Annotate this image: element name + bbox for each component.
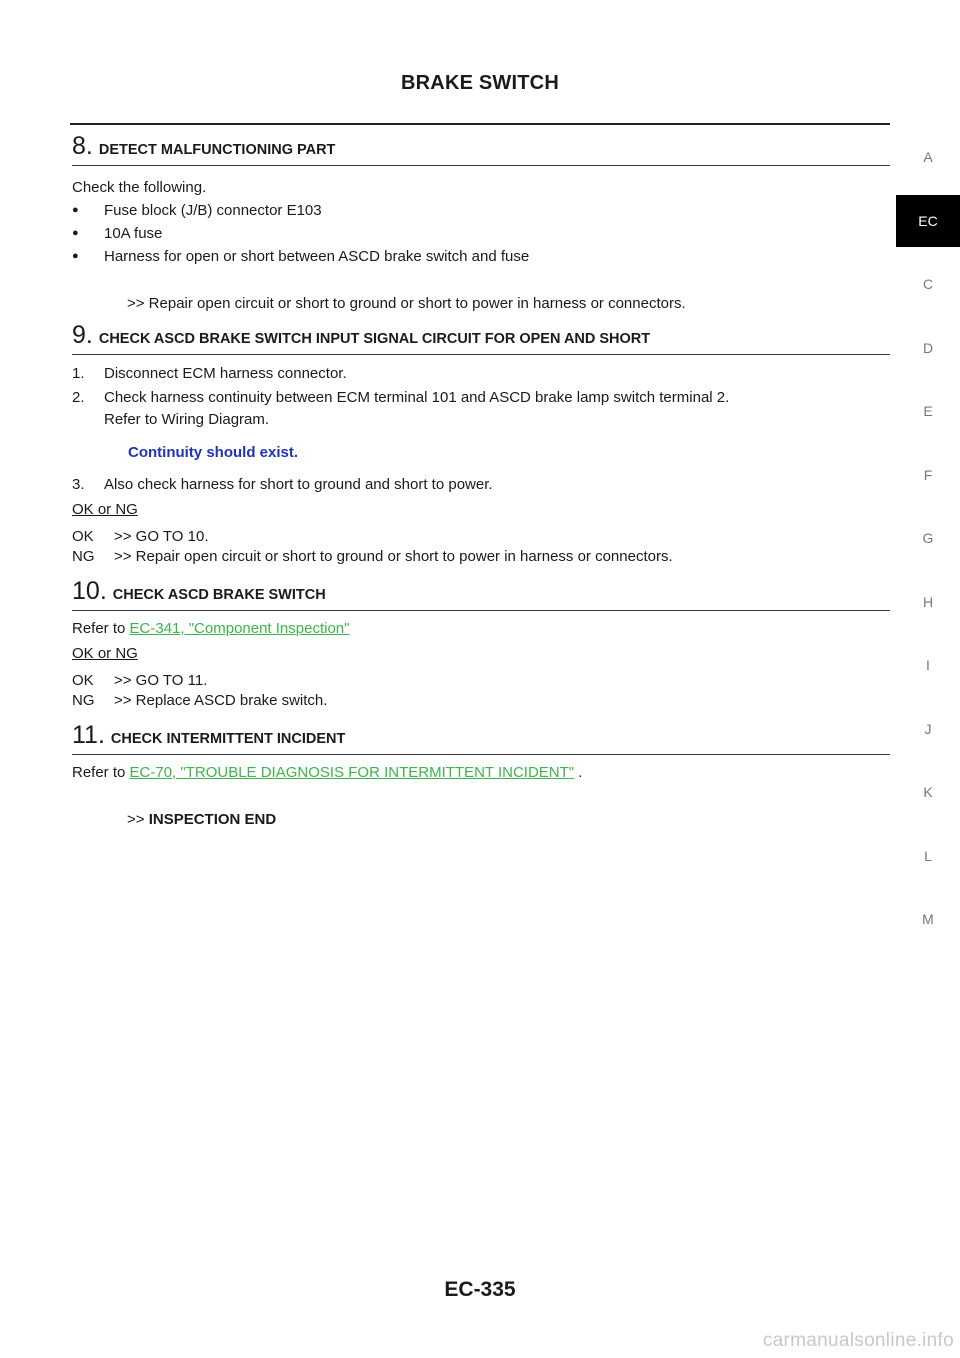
result-ng: NG >> Repair open circuit or short to gr… [72,547,890,567]
list-item: ● 10A fuse [72,222,890,245]
intermittent-incident-link[interactable]: EC-70, "TROUBLE DIAGNOSIS FOR INTERMITTE… [129,764,575,781]
section-index-e[interactable]: E [923,403,933,420]
item-text-line: Refer to Wiring Diagram. [104,411,270,428]
list-item: ● Harness for open or short between ASCD… [72,245,890,268]
section-index-f[interactable]: F [923,466,933,483]
step-number: 9 [72,323,93,348]
step-11-refer: Refer to EC-70, "TROUBLE DIAGNOSIS FOR I… [72,761,890,784]
list-item-text: Disconnect ECM harness connector. [104,365,347,382]
header-rule [70,123,890,125]
refer-suffix: . [578,764,583,781]
spec-text: Continuity should exist. [128,444,299,461]
list-item: 3. Also check harness for short to groun… [72,474,890,496]
step-10-heading: 10 CHECK ASCD BRAKE SWITCH [72,579,890,611]
section-index: A EC C D E F G H I J K L M [896,125,960,951]
bullet-icon: ● [72,227,79,239]
list-item-text: Harness for open or short between ASCD b… [104,248,530,265]
step-9-heading: 9 CHECK ASCD BRAKE SWITCH INPUT SIGNAL C… [72,323,890,355]
section-index-j[interactable]: J [924,720,932,737]
item-number: 3. [72,476,85,493]
result-ok: OK >> GO TO 11. [72,671,890,691]
main-content: 8 DETECT MALFUNCTIONING PART Check the f… [72,124,890,831]
result-key: NG [72,548,95,565]
end-prefix: >> [127,811,145,828]
refer-text: Refer to [72,764,126,781]
list-item: 1. Disconnect ECM harness connector. [72,363,890,385]
refer-text: Refer to [72,620,126,637]
section-index-a[interactable]: A [923,148,933,165]
step-number: 11 [72,723,105,748]
list-item-text: Fuse block (J/B) connector E103 [104,202,322,219]
item-number: 1. [72,365,85,382]
list-item-text: Check harness continuity between ECM ter… [104,387,729,431]
list-item-text: 10A fuse [104,225,163,242]
step-title: CHECK INTERMITTENT INCIDENT [110,731,346,747]
result-text: >> GO TO 11. [114,672,208,689]
section-index-h[interactable]: H [922,593,934,610]
result-text: >> Replace ASCD brake switch. [114,692,328,709]
end-text: INSPECTION END [148,811,277,828]
list-item: 2. Check harness continuity between ECM … [72,387,890,431]
step-number: 8 [72,134,93,159]
step-number: 10 [72,579,107,604]
result-key: OK [72,528,94,545]
watermark: carmanualsonline.info [762,1330,954,1351]
section-index-ec[interactable]: EC [896,194,960,247]
list-item-text: Also check harness for short to ground a… [104,476,493,493]
component-inspection-link[interactable]: EC-341, "Component Inspection" [129,620,350,637]
result-ng: NG >> Replace ASCD brake switch. [72,691,890,711]
page-title: BRAKE SWITCH [401,72,559,94]
step-8-result: >> Repair open circuit or short to groun… [127,295,686,312]
step-title: CHECK ASCD BRAKE SWITCH [112,587,326,603]
step-10-refer: Refer to EC-341, "Component Inspection" [72,617,890,640]
result-text: >> Repair open circuit or short to groun… [114,548,673,565]
ok-ng-label: OK or NG [72,645,138,662]
list-item: ● Fuse block (J/B) connector E103 [72,199,890,222]
step-8-intro: Check the following. [72,179,207,196]
section-index-d[interactable]: D [922,339,934,356]
step-8-heading: 8 DETECT MALFUNCTIONING PART [72,134,890,166]
section-index-m[interactable]: M [922,911,934,928]
result-key: OK [72,672,94,689]
step-title: CHECK ASCD BRAKE SWITCH INPUT SIGNAL CIR… [98,331,651,347]
inspection-end: >> INSPECTION END [72,808,890,831]
step-title: DETECT MALFUNCTIONING PART [98,142,336,158]
page-number: EC-335 [444,1278,516,1301]
section-index-k[interactable]: K [923,784,933,801]
bullet-icon: ● [72,250,79,262]
section-index-i[interactable]: I [926,657,930,674]
section-index-g[interactable]: G [922,530,934,547]
result-text: >> GO TO 10. [114,528,209,545]
ok-ng-label: OK or NG [72,501,138,518]
item-number: 2. [72,389,85,406]
bullet-icon: ● [72,204,79,216]
result-ok: OK >> GO TO 10. [72,527,890,547]
section-index-c[interactable]: C [922,276,934,293]
item-text-line: Check harness continuity between ECM ter… [104,389,730,406]
step-11-heading: 11 CHECK INTERMITTENT INCIDENT [72,723,890,755]
section-index-l[interactable]: L [924,847,932,864]
result-key: NG [72,692,95,709]
